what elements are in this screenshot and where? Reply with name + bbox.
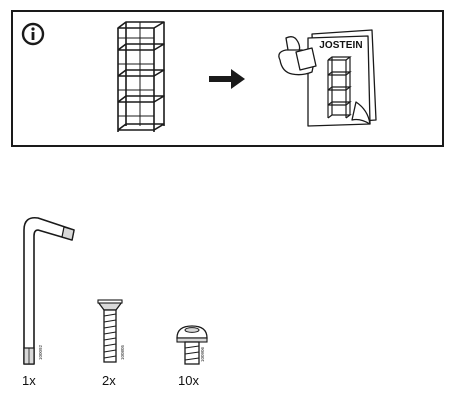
allen-key-icon [23, 216, 75, 365]
manual-title: JOSTEIN [319, 40, 363, 51]
countersunk-screw-icon [97, 299, 123, 363]
quantity-allen-key: 1x [22, 373, 36, 388]
part-number-countersunk-screw: 100805 [120, 344, 125, 360]
pan-head-screw-icon [176, 325, 208, 365]
manual-booklet-illustration [278, 29, 377, 127]
quantity-countersunk-screw: 2x [102, 373, 116, 388]
part-number-allen-key: 100092 [38, 344, 43, 360]
arrow-right-icon [209, 69, 245, 89]
part-number-pan-head-screw: 100906 [200, 346, 205, 362]
quantity-pan-head-screw: 10x [178, 373, 199, 388]
info-panel [11, 10, 444, 147]
shelf-unit-illustration [117, 21, 165, 132]
info-icon [21, 22, 45, 46]
